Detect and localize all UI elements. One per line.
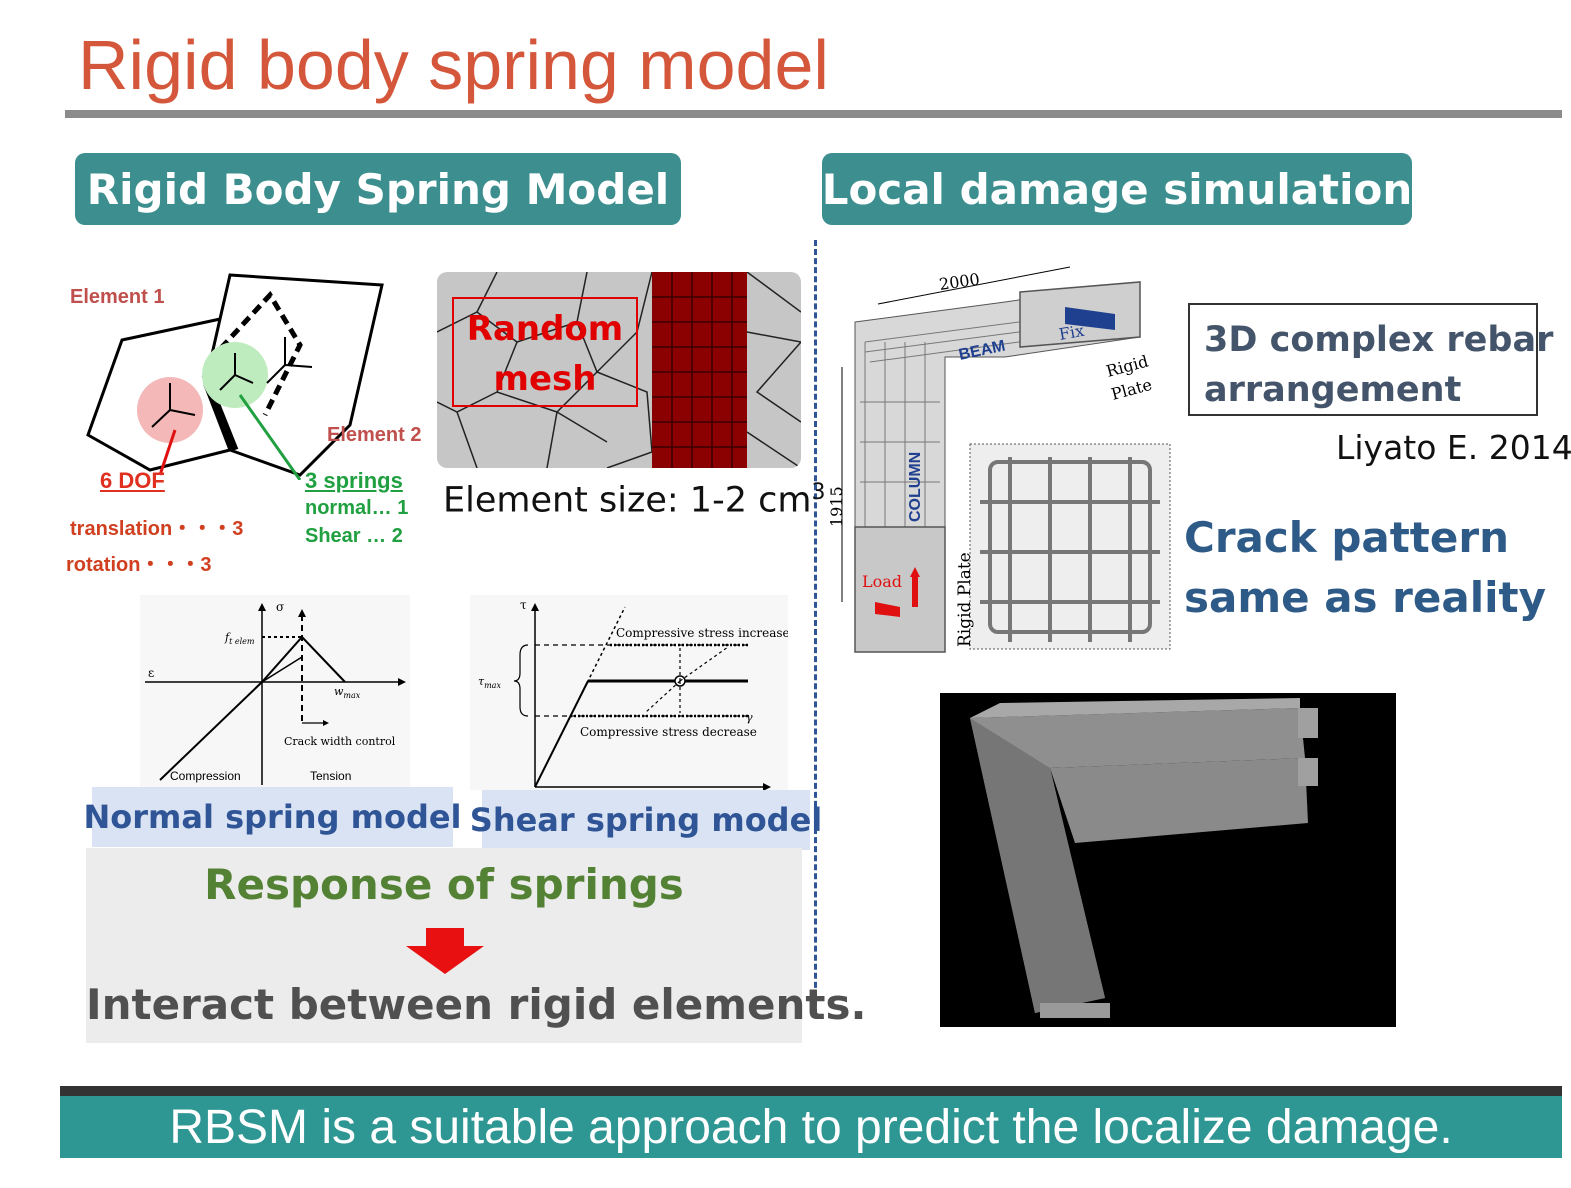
gamma-label: γ (746, 711, 753, 724)
load-label: Load (862, 572, 902, 591)
element-diagram (86, 273, 384, 480)
sigma-label: σ (276, 600, 284, 614)
section-header-local-damage: Local damage simulation (822, 153, 1412, 225)
column-label: COLUMN (907, 452, 924, 522)
random-mesh-image (437, 272, 801, 468)
element-size-value: Element size: 1-2 cm (443, 480, 812, 521)
compression-label: Compression (170, 769, 241, 783)
shear-spring-chart: τ τmax γ Compressive stress increase Com… (470, 595, 788, 790)
conclusion-banner: RBSM is a suitable approach to predict t… (60, 1096, 1562, 1158)
ft-label: f (224, 631, 231, 644)
tau-label: τ (520, 598, 527, 612)
wmax-sub: max (343, 691, 360, 700)
element-size-exponent: 3 (811, 480, 826, 505)
banner-rule (60, 1086, 1562, 1096)
fix-label: Fix (1057, 321, 1085, 344)
crack-line2: same as reality (1184, 573, 1546, 622)
tension-label: Tension (310, 769, 351, 783)
dim-2000-label: 2000 (938, 269, 981, 293)
shear-spring-caption: Shear spring model (470, 790, 822, 850)
epsilon-label: ε (148, 666, 154, 680)
mesh-drawing (437, 272, 801, 468)
taumax-sub: max (484, 681, 501, 690)
svg-text:ft elem: ft elem (224, 631, 255, 646)
random-mesh-label: Random mesh (453, 304, 637, 404)
normal-spring-caption: Normal spring model (83, 787, 462, 847)
increase-label: Compressive stress increase (616, 626, 788, 640)
down-arrow-icon (406, 928, 484, 974)
rebar-arrangement-box: 3D complex rebar arrangement (1188, 303, 1554, 416)
rebar-line1: 3D complex rebar (1204, 320, 1554, 360)
simulation-result-image (940, 693, 1396, 1027)
element-size-text: Element size: 1-2 cm3 (443, 480, 825, 521)
taumax-label: τ (478, 675, 485, 688)
section-header-rbsm: Rigid Body Spring Model (75, 153, 681, 225)
springs-normal: normal… 1 (305, 497, 409, 519)
springs-title: 3 springs (305, 468, 403, 493)
normal-spring-chart: σ ε ft elem wmax Crack width control Com… (140, 595, 410, 790)
response-text: Interact between rigid elements. (86, 980, 867, 1029)
crack-pattern-text: Crack pattern same as reality (1184, 508, 1546, 628)
svg-text:wmax: wmax (334, 685, 361, 700)
svg-text:τmax: τmax (478, 675, 501, 690)
random-mesh-frame (452, 297, 638, 407)
random-mesh-label-line1: Random (466, 309, 624, 349)
dim-1915-label: 1915 (830, 486, 846, 527)
dof-title: 6 DOF (100, 468, 165, 493)
beam-column-model-figure: 2000 1915 BEAM COLUMN Fix Rigid Plate Ri… (830, 266, 1171, 653)
ft-sub: t elem (229, 637, 255, 646)
response-title: Response of springs (204, 860, 684, 909)
citation: Liyato E. 2014 (1336, 428, 1571, 467)
rigid-plate-vertical-label: Rigid Plate (955, 552, 975, 647)
title-rule (65, 110, 1562, 118)
element2-label: Element 2 (327, 424, 422, 446)
springs-shear: Shear … 2 (305, 525, 403, 547)
page-title: Rigid body spring model (78, 26, 829, 104)
decrease-label: Compressive stress decrease (580, 725, 757, 739)
element1-label: Element 1 (70, 286, 165, 308)
mesh-dense-band (652, 272, 747, 468)
random-mesh-label-line2: mesh (493, 359, 597, 399)
rigid-plate-label-line2: Plate (1109, 375, 1154, 404)
crack-width-label: Crack width control (284, 735, 396, 748)
dof-rotation: rotation・・・3 (66, 554, 212, 576)
rebar-line2: arrangement (1204, 370, 1462, 410)
crack-line1: Crack pattern (1184, 513, 1509, 562)
dof-translation: translation・・・3 (70, 518, 244, 540)
simulation-drawing (970, 698, 1318, 1018)
column-divider (814, 240, 817, 1015)
wmax-label: w (334, 685, 344, 698)
